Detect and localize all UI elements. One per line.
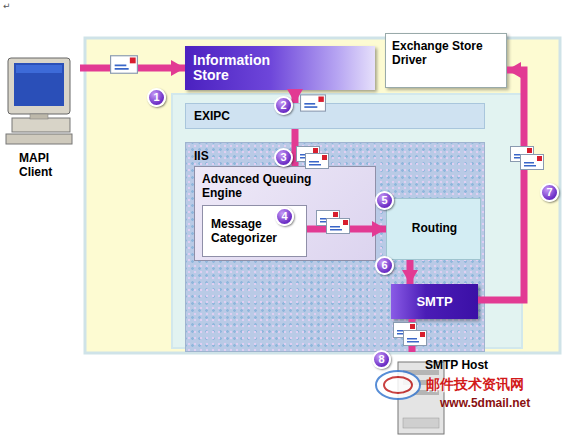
smtp-box: SMTP [391, 284, 478, 319]
node-label: IIS [194, 149, 209, 163]
callout-number: 7 [540, 183, 559, 202]
watermark-text: www.5dmail.net [440, 396, 530, 410]
node-label: EXIPC [194, 109, 230, 123]
message-envelope [111, 56, 138, 74]
driver-box: Exchange Store Driver [385, 33, 507, 88]
flow-arrow [80, 65, 185, 72]
computer-icon [6, 58, 72, 144]
callout-number: 5 [375, 191, 394, 210]
routing-box: Routing [386, 198, 481, 260]
band-box: EXIPC [185, 103, 485, 129]
callout-number: 3 [274, 148, 293, 167]
node-label: MAPI Client [19, 151, 67, 179]
node-label: Routing [387, 221, 482, 235]
client-node: MAPI Client [5, 55, 80, 180]
store-box: Information Store [185, 46, 375, 90]
message-envelope [511, 147, 534, 162]
callout-number: 2 [274, 96, 293, 115]
callout-number: 8 [372, 350, 391, 369]
node-label: Information Store [193, 53, 303, 83]
node-label: Advanced Queuing Engine [202, 172, 322, 200]
host-node: SMTP Host [395, 352, 480, 437]
node-label: SMTP [391, 294, 478, 309]
watermark-text: 邮件技术资讯网 [426, 376, 524, 392]
callout-number: 4 [275, 207, 294, 226]
callout-number: 1 [147, 88, 166, 107]
node-label: Exchange Store Driver [392, 39, 504, 67]
watermark-logo [376, 371, 420, 399]
flow-arrow [292, 90, 299, 103]
node-label: SMTP Host [425, 358, 488, 372]
callout-number: 6 [375, 256, 394, 275]
message-envelope [521, 155, 544, 170]
note-mark: ↵ [3, 1, 11, 11]
iis-box: IISAdvanced Queuing EngineMessage Catego… [185, 142, 485, 352]
